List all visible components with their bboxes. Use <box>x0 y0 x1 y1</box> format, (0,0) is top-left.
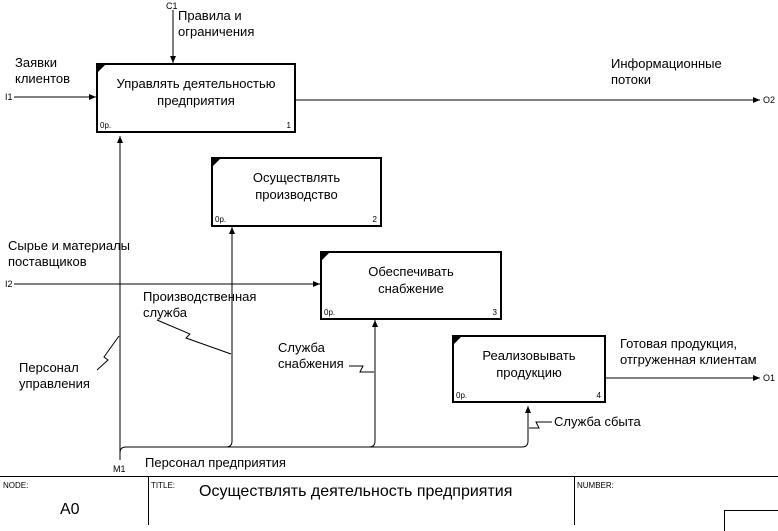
activity-box-3[interactable]: Обеспечивать снабжение 0р. 3 <box>320 251 502 320</box>
box-4-number: 4 <box>596 391 601 400</box>
label-prod-service: Производственная служба <box>143 289 257 320</box>
label-sales-service: Служба сбыта <box>554 414 641 429</box>
activity-box-1[interactable]: Управлять деятельностью предприятия 0р. … <box>96 63 296 133</box>
box-corner-marker <box>98 65 105 72</box>
label-output1: Готовая продукция, отгруженная клиентам <box>620 336 757 367</box>
box-corner-marker <box>322 253 329 260</box>
box-2-cost: 0р. <box>215 215 227 224</box>
title-caption: TITLE: <box>151 481 176 490</box>
box-2-number: 2 <box>372 215 377 224</box>
box-4-cost: 0р. <box>456 391 468 400</box>
code-o1: O1 <box>763 373 776 383</box>
box-1-number: 1 <box>286 121 291 130</box>
label-input2: Сырье и материалы поставщиков <box>8 238 131 269</box>
number-caption: NUMBER: <box>577 481 614 490</box>
node-caption: NODE: <box>3 481 29 490</box>
arrow-mechanism-to-box3[interactable] <box>368 320 378 448</box>
box-corner-marker <box>213 159 220 166</box>
tilde-mgmt-staff <box>96 335 120 371</box>
diagram-connections <box>14 10 760 460</box>
arrow-mechanism-m1[interactable] <box>119 406 531 460</box>
label-output2: Информационные потоки <box>611 56 722 87</box>
node-value: A0 <box>60 501 80 518</box>
footer-title-cell: TITLE: Осуществлять деятельность предпри… <box>148 477 575 525</box>
code-o2: O2 <box>763 95 776 105</box>
label-input1: Заявки клиентов <box>15 55 71 86</box>
box-corner-marker <box>454 337 461 344</box>
box-1-title: Управлять деятельностью предприятия <box>116 76 276 108</box>
box-2-title: Осуществлять производство <box>252 170 341 202</box>
title-value: Осуществлять деятельность предприятия <box>199 483 513 500</box>
diagram-footer: NODE: A0 TITLE: Осуществлять деятельност… <box>0 476 778 531</box>
activity-box-4[interactable]: Реализовывать продукцию 0р. 4 <box>452 335 606 403</box>
activity-box-2[interactable]: Осуществлять производство 0р. 2 <box>211 157 382 227</box>
box-3-title: Обеспечивать снабжение <box>368 264 454 296</box>
arrow-mechanism-to-box2[interactable] <box>225 227 235 448</box>
tilde-sales-service <box>529 421 552 429</box>
code-i1: I1 <box>5 92 13 102</box>
label-control: Правила и ограничения <box>178 8 255 39</box>
code-m1: M1 <box>113 464 126 474</box>
tilde-prod-service <box>156 319 232 355</box>
number-corner-frame <box>724 510 778 531</box>
footer-number-cell: NUMBER: <box>574 477 778 531</box>
code-c1: C1 <box>166 1 178 11</box>
label-supply-service: Служба снабжения <box>278 340 344 371</box>
tilde-supply-service <box>349 365 374 373</box>
box-4-title: Реализовывать продукцию <box>482 348 576 380</box>
label-mgmt-staff: Персонал управления <box>19 360 90 391</box>
box-3-number: 3 <box>492 308 497 317</box>
box-1-cost: 0р. <box>100 121 112 130</box>
label-mechanism: Персонал предприятия <box>145 455 286 470</box>
footer-node-cell: NODE: A0 <box>0 477 149 525</box>
code-i2: I2 <box>5 279 13 289</box>
box-3-cost: 0р. <box>324 308 336 317</box>
